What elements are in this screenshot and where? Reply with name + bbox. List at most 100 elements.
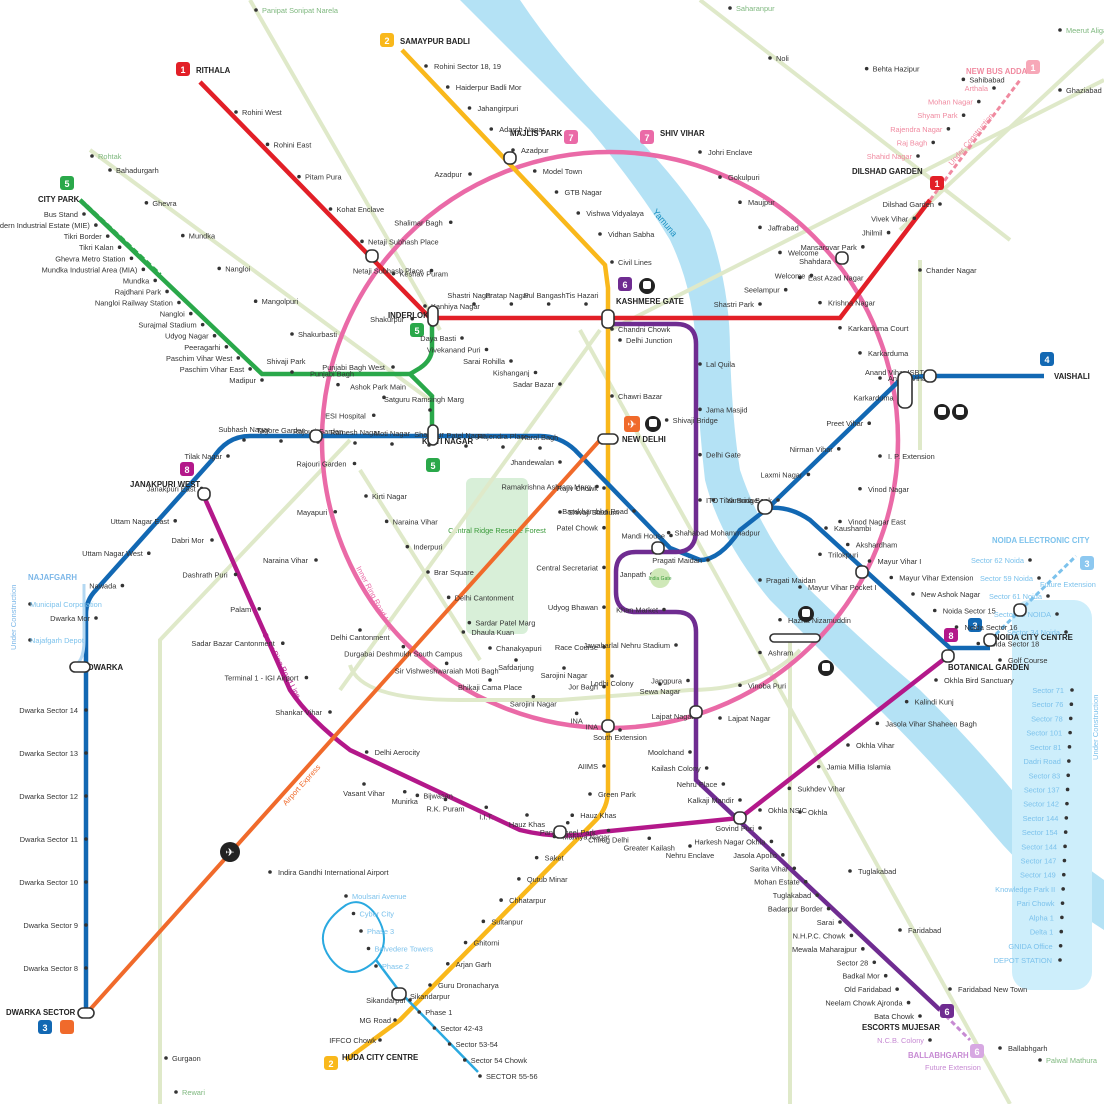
station-dot bbox=[467, 620, 472, 625]
station-label: Bus Stand bbox=[44, 210, 78, 219]
station-dot bbox=[1062, 858, 1067, 863]
station-label: Vinod Nagar bbox=[868, 485, 909, 494]
station-dot bbox=[758, 650, 762, 655]
station-label: Peeragarhi bbox=[184, 343, 221, 352]
station-label: Munirka bbox=[392, 797, 419, 806]
station-label: Shalimar Bagh bbox=[394, 218, 442, 227]
station-dot bbox=[362, 782, 366, 786]
station-dot bbox=[532, 169, 537, 173]
station-label: Palwal Mathura bbox=[1046, 1056, 1098, 1065]
station-dot bbox=[758, 578, 762, 582]
station-label: Dwarka Mor bbox=[50, 614, 90, 623]
station-dot bbox=[602, 605, 606, 609]
station-dot bbox=[501, 445, 505, 449]
station-label: Saharanpur bbox=[736, 4, 775, 13]
station-dot bbox=[698, 150, 702, 154]
station-label: Mundka Industrial Area (MIA) bbox=[42, 265, 138, 274]
station-label: INA bbox=[586, 722, 598, 731]
station-dot bbox=[484, 347, 489, 352]
svg-text:1: 1 bbox=[934, 179, 939, 189]
station-label: Ashok Park Main bbox=[350, 382, 406, 391]
station-label: Vinoba Puri bbox=[748, 681, 786, 690]
station-dots bbox=[28, 6, 1074, 1094]
station-dot bbox=[359, 929, 363, 933]
station-label: Sadar Bazar bbox=[513, 380, 555, 389]
station-label: Arthala bbox=[965, 84, 989, 93]
station-label: Phase 1 bbox=[425, 1008, 452, 1017]
station-dot bbox=[662, 607, 666, 612]
station-label: Delhi Aerocity bbox=[375, 748, 420, 757]
station-label: Sector 54 Chowk bbox=[471, 1056, 528, 1065]
station-label: Tis Hazari bbox=[566, 291, 599, 300]
station-dot bbox=[290, 332, 294, 336]
station-dot bbox=[268, 870, 272, 874]
dwarka-label: DWARKA bbox=[88, 663, 123, 672]
station-dot bbox=[224, 345, 229, 349]
station-label: Rohtak bbox=[98, 152, 122, 161]
station-label: Karkarduma bbox=[853, 394, 894, 403]
station-dot bbox=[445, 961, 450, 966]
station-label: Ghevra bbox=[152, 199, 177, 208]
station-label: Shivaji Park bbox=[266, 357, 305, 366]
badge-pink-b bbox=[640, 130, 654, 144]
station-dot bbox=[290, 370, 294, 374]
red-line bbox=[198, 80, 932, 321]
station-dot bbox=[1046, 594, 1050, 598]
station-label: Dadri Road bbox=[1023, 757, 1060, 766]
station-label: Najafgarh Depot bbox=[30, 636, 84, 645]
station-label: Okhla Vihar bbox=[856, 741, 895, 750]
station-label: GNIDA Office bbox=[1008, 942, 1052, 951]
station-dot bbox=[976, 641, 981, 646]
station-label: Sarojini Nagar bbox=[510, 700, 557, 709]
station-dot bbox=[417, 1010, 422, 1014]
station-dot bbox=[977, 99, 981, 104]
station-dot bbox=[1055, 612, 1059, 616]
station-label: INA bbox=[571, 716, 583, 725]
station-label: Jahangirpuri bbox=[478, 104, 519, 113]
station-dot bbox=[688, 750, 692, 754]
svg-text:3: 3 bbox=[42, 1023, 47, 1033]
station-dot bbox=[117, 245, 122, 249]
badge-blue bbox=[38, 1020, 52, 1034]
station-label: Greater Kailash bbox=[624, 843, 675, 852]
newbus-label: NEW BUS ADDA bbox=[966, 67, 1028, 76]
station-dot bbox=[954, 625, 959, 629]
station-label: Jasola Apollo bbox=[733, 851, 777, 860]
station-label: Tuglakabad bbox=[773, 891, 811, 900]
station-label: Pitam Pura bbox=[305, 173, 342, 182]
interchanges bbox=[69, 151, 1027, 1019]
station-dot bbox=[444, 661, 449, 666]
violet-future-label: Future Extension bbox=[925, 1063, 981, 1072]
station-label: New Ashok Nagar bbox=[921, 590, 981, 599]
station-dot bbox=[464, 444, 468, 448]
station-label: Vivek Vihar bbox=[871, 214, 909, 223]
station-label: Hauz Khas bbox=[509, 820, 545, 829]
station-dot bbox=[468, 172, 472, 176]
station-label: Safdarjung bbox=[498, 663, 534, 672]
station-dot bbox=[838, 325, 842, 330]
escorts-label: ESCORTS MUJESAR bbox=[862, 1023, 940, 1032]
station-dot bbox=[351, 911, 356, 916]
nsp-interchange bbox=[365, 249, 379, 263]
svg-text:2: 2 bbox=[384, 36, 389, 46]
station-label: Phase 3 bbox=[367, 927, 394, 936]
station-dot bbox=[511, 148, 515, 152]
station-dot bbox=[565, 820, 570, 825]
station-label: Nirman Vihar bbox=[790, 445, 834, 454]
station-dot bbox=[738, 200, 742, 205]
station-label: Shivaji Stadium bbox=[568, 508, 619, 517]
airport-badge bbox=[60, 1020, 74, 1034]
forest-label: Central Ridge Reserve Forest bbox=[448, 526, 546, 535]
uc-label-1: Under Construction bbox=[9, 585, 18, 650]
station-dot bbox=[686, 678, 690, 683]
kashmere-label: KASHMERE GATE bbox=[616, 297, 684, 306]
station-label: Uttam Nagar East bbox=[110, 517, 169, 526]
station-label: Green Park bbox=[598, 790, 636, 799]
station-dot bbox=[488, 646, 492, 650]
sikandarpur-interchange bbox=[391, 987, 407, 1001]
station-dot bbox=[489, 127, 494, 131]
station-dot bbox=[253, 299, 258, 304]
station-label: Sikandarpur bbox=[410, 992, 450, 1001]
icons: ✈ ✈ India Gate bbox=[220, 278, 968, 862]
station-label: Jhandewalan bbox=[510, 458, 554, 467]
